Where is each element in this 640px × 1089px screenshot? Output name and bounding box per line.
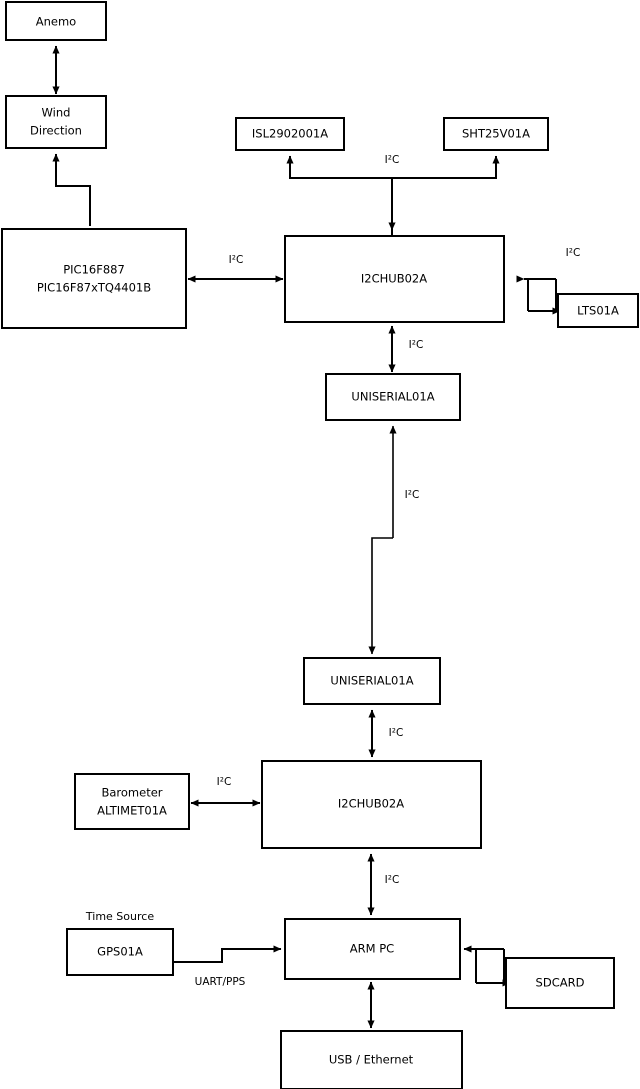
connector-uniserial-uniserial: I²C	[368, 425, 420, 655]
node-usb-ethernet[interactable]: USB / Ethernet	[280, 1030, 463, 1089]
node-label-barometer-line1: Barometer	[101, 786, 162, 800]
node-label-hub-top: I2CHUB02A	[361, 272, 427, 286]
node-gps01a[interactable]: GPS01A	[66, 928, 174, 976]
label-time-source: Time Source	[85, 910, 154, 923]
node-isl2902001a[interactable]: ISL2902001A	[235, 117, 345, 151]
edge-label-hub-uniserial: I²C	[409, 339, 424, 351]
node-label-sdcard: SDCARD	[536, 976, 585, 990]
node-label-pic-line2: PIC16F87xTQ4401B	[37, 281, 151, 295]
connector-i2chub-armpc: I²C	[367, 853, 400, 916]
node-uniserial01a-bottom[interactable]: UNISERIAL01A	[303, 657, 441, 705]
node-pic-mcu[interactable]: PIC16F887 PIC16F87xTQ4401B	[1, 228, 187, 329]
edge-label-barometer-hub2: I²C	[217, 776, 232, 788]
edge-label-gps-armpc: UART/PPS	[195, 976, 246, 988]
node-arm-pc[interactable]: ARM PC	[284, 918, 461, 980]
node-label-uniserial-top: UNISERIAL01A	[351, 390, 434, 404]
edge-label-uniserial-hub2: I²C	[389, 727, 404, 739]
node-label-isl: ISL2902001A	[252, 127, 328, 141]
node-label-gps: GPS01A	[97, 945, 143, 959]
connector-pic-i2chub-top: I²C	[187, 254, 284, 283]
node-label-sht: SHT25V01A	[462, 127, 530, 141]
node-barometer-altimet01a[interactable]: Barometer ALTIMET01A	[74, 773, 190, 830]
connector-armpc-sdcard	[463, 945, 511, 987]
connector-uniserial-i2chub-bottom: I²C	[368, 709, 404, 758]
node-label-lts: LTS01A	[577, 304, 619, 318]
node-label-usb-ethernet: USB / Ethernet	[329, 1053, 414, 1067]
node-anemo[interactable]: Anemo	[5, 1, 107, 41]
edge-label-pic-hub: I²C	[229, 254, 244, 266]
connector-barometer-i2chub-bottom: I²C	[190, 776, 261, 807]
edge-label-hub2-armpc: I²C	[385, 874, 400, 886]
connector-i2chub-sensors-bus: I²C	[286, 154, 500, 236]
node-label-anemo: Anemo	[36, 15, 76, 29]
node-lts01a[interactable]: LTS01A	[557, 293, 639, 328]
connector-gps-armpc: UART/PPS	[174, 945, 282, 988]
node-i2chub02a-top[interactable]: I2CHUB02A	[284, 235, 505, 323]
edge-label-hub-sensors: I²C	[385, 154, 400, 166]
connector-i2chub-uniserial-top: I²C	[388, 325, 424, 373]
node-wind-direction[interactable]: Wind Direction	[5, 95, 107, 149]
node-label-pic-line1: PIC16F887	[63, 263, 125, 277]
edge-label-uniserial-uniserial: I²C	[405, 489, 420, 501]
node-label-barometer-line2: ALTIMET01A	[97, 804, 167, 818]
node-label-wind-direction-line1: Wind	[42, 106, 71, 120]
node-label-arm-pc: ARM PC	[350, 942, 394, 956]
node-i2chub02a-bottom[interactable]: I2CHUB02A	[261, 760, 482, 849]
node-sht25v01a[interactable]: SHT25V01A	[443, 117, 549, 151]
node-label-uniserial-bottom: UNISERIAL01A	[330, 674, 413, 688]
connector-pic-wind-direction	[52, 153, 91, 226]
edge-label-hub-lts: I²C	[566, 247, 581, 259]
node-label-wind-direction-line2: Direction	[30, 124, 82, 138]
node-uniserial01a-top[interactable]: UNISERIAL01A	[325, 373, 461, 421]
connector-i2chub-lts: I²C	[523, 247, 581, 315]
node-sdcard[interactable]: SDCARD	[505, 957, 615, 1009]
node-label-hub-bottom: I2CHUB02A	[338, 797, 404, 811]
